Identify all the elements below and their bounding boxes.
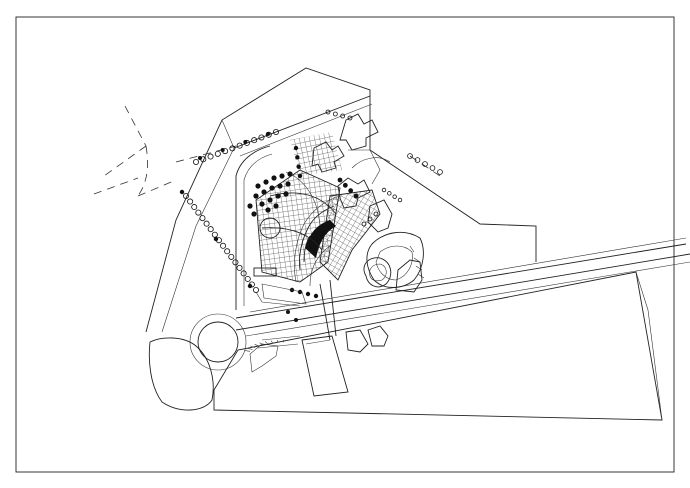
east-buildings [366,231,425,293]
lower-plaza-features [253,217,307,307]
building-footprints [311,113,393,233]
drawing-frame [15,16,675,473]
southwest-parcel [148,337,214,411]
east-parcel-edge [635,271,663,421]
upper-road-edges [233,95,373,310]
plaza-paving-grid [256,170,340,282]
tree-rows [179,109,443,322]
site-boundary-inner [161,119,235,333]
east-parcel [213,271,663,421]
north-plaza-paving-grid [290,132,342,176]
east-plaza-paving-grid [320,190,380,280]
dashed-access-roads [93,105,441,197]
lower-pier-structure [249,325,389,397]
plaza-outline [255,169,341,283]
east-plaza-outline [319,189,381,281]
pond [363,257,392,288]
lawn-tree-cluster [247,171,293,217]
roundabout [189,313,247,371]
curved-terrace-rows [294,195,341,287]
site-boundary [145,67,537,333]
terraced-steps [244,339,284,352]
